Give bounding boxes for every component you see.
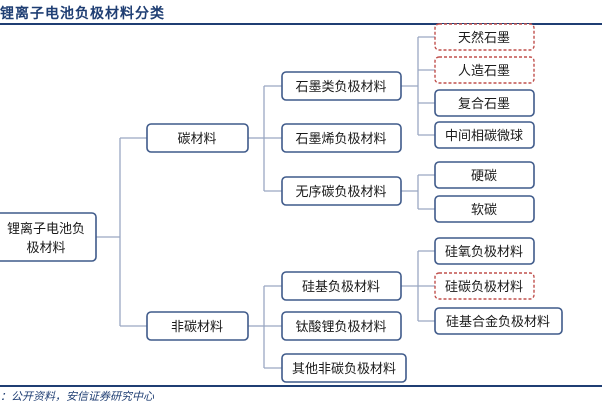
node-natural-graphite: 天然石墨 [434, 23, 535, 51]
title-divider [0, 23, 602, 25]
node-graphite: 石墨类负极材料 [281, 71, 402, 101]
node-other-label: 其他非碳负极材料 [292, 362, 396, 377]
node-hard-carbon: 硬碳 [434, 161, 535, 189]
node-composite-graphite-label: 复合石墨 [458, 97, 510, 112]
node-noncarbon: 非碳材料 [146, 311, 249, 341]
node-carbon-label: 碳材料 [177, 132, 216, 147]
node-sic-label: 硅碳负极材料 [445, 280, 523, 295]
source-note: ：公开资料，安信证券研究中心 [0, 390, 154, 403]
node-artificial-graphite-label: 人造石墨 [458, 64, 510, 79]
footer-divider [0, 385, 602, 387]
node-siox: 硅氧负极材料 [434, 237, 535, 265]
node-soft-carbon-label: 软碳 [471, 203, 497, 218]
connector-lines [96, 36, 435, 369]
node-soft-carbon: 软碳 [434, 195, 535, 223]
page-title: 锂离子电池负极材料分类 [0, 6, 165, 22]
node-siox-label: 硅氧负极材料 [445, 245, 523, 260]
node-noncarbon-label: 非碳材料 [171, 320, 223, 335]
node-mcmb: 中间相碳微球 [434, 121, 535, 149]
node-carbon: 碳材料 [146, 123, 249, 153]
node-composite-graphite: 复合石墨 [434, 89, 535, 117]
node-root-label-line2: 极材料 [26, 241, 65, 256]
node-sic: 硅碳负极材料 [434, 272, 535, 300]
node-hard-carbon-label: 硬碳 [471, 169, 497, 184]
node-other: 其他非碳负极材料 [281, 353, 407, 383]
node-silicon-label: 硅基负极材料 [302, 280, 380, 295]
node-lto-label: 钛酸锂负极材料 [295, 320, 386, 335]
node-graphene: 石墨烯负极材料 [281, 123, 402, 153]
node-graphene-label: 石墨烯负极材料 [295, 132, 386, 147]
node-natural-graphite-label: 天然石墨 [458, 30, 510, 46]
node-artificial-graphite: 人造石墨 [434, 56, 535, 84]
node-amorphous-label: 无序碳负极材料 [295, 185, 386, 200]
node-root-label-line1: 锂离子电池负 [7, 221, 85, 237]
node-root: 锂离子电池负 极材料 [0, 212, 97, 262]
node-lto: 钛酸锂负极材料 [281, 311, 402, 341]
node-silicon: 硅基负极材料 [281, 271, 402, 301]
node-graphite-label: 石墨类负极材料 [295, 80, 386, 95]
node-amorphous: 无序碳负极材料 [281, 176, 402, 206]
node-si-alloy-label: 硅基合金负极材料 [446, 314, 550, 330]
node-si-alloy: 硅基合金负极材料 [434, 307, 563, 335]
node-mcmb-label: 中间相碳微球 [445, 129, 523, 144]
